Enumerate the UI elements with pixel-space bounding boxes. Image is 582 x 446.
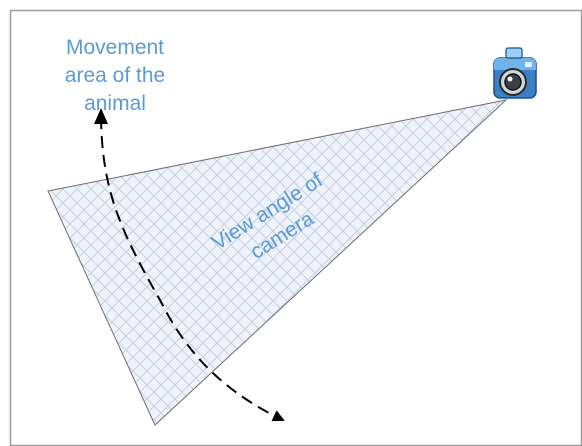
movement-area-label-line-3: animal [84,92,146,115]
camera-icon [493,47,537,99]
movement-area-label-line-2: area of the [64,64,166,87]
movement-path-start-arrowhead [94,108,108,124]
movement-area-label: Movement area of the animal [30,34,200,118]
movement-path-arrow [100,116,285,422]
movement-area-label-line-1: Movement [65,36,165,59]
view-cone-hatch [47,99,508,426]
